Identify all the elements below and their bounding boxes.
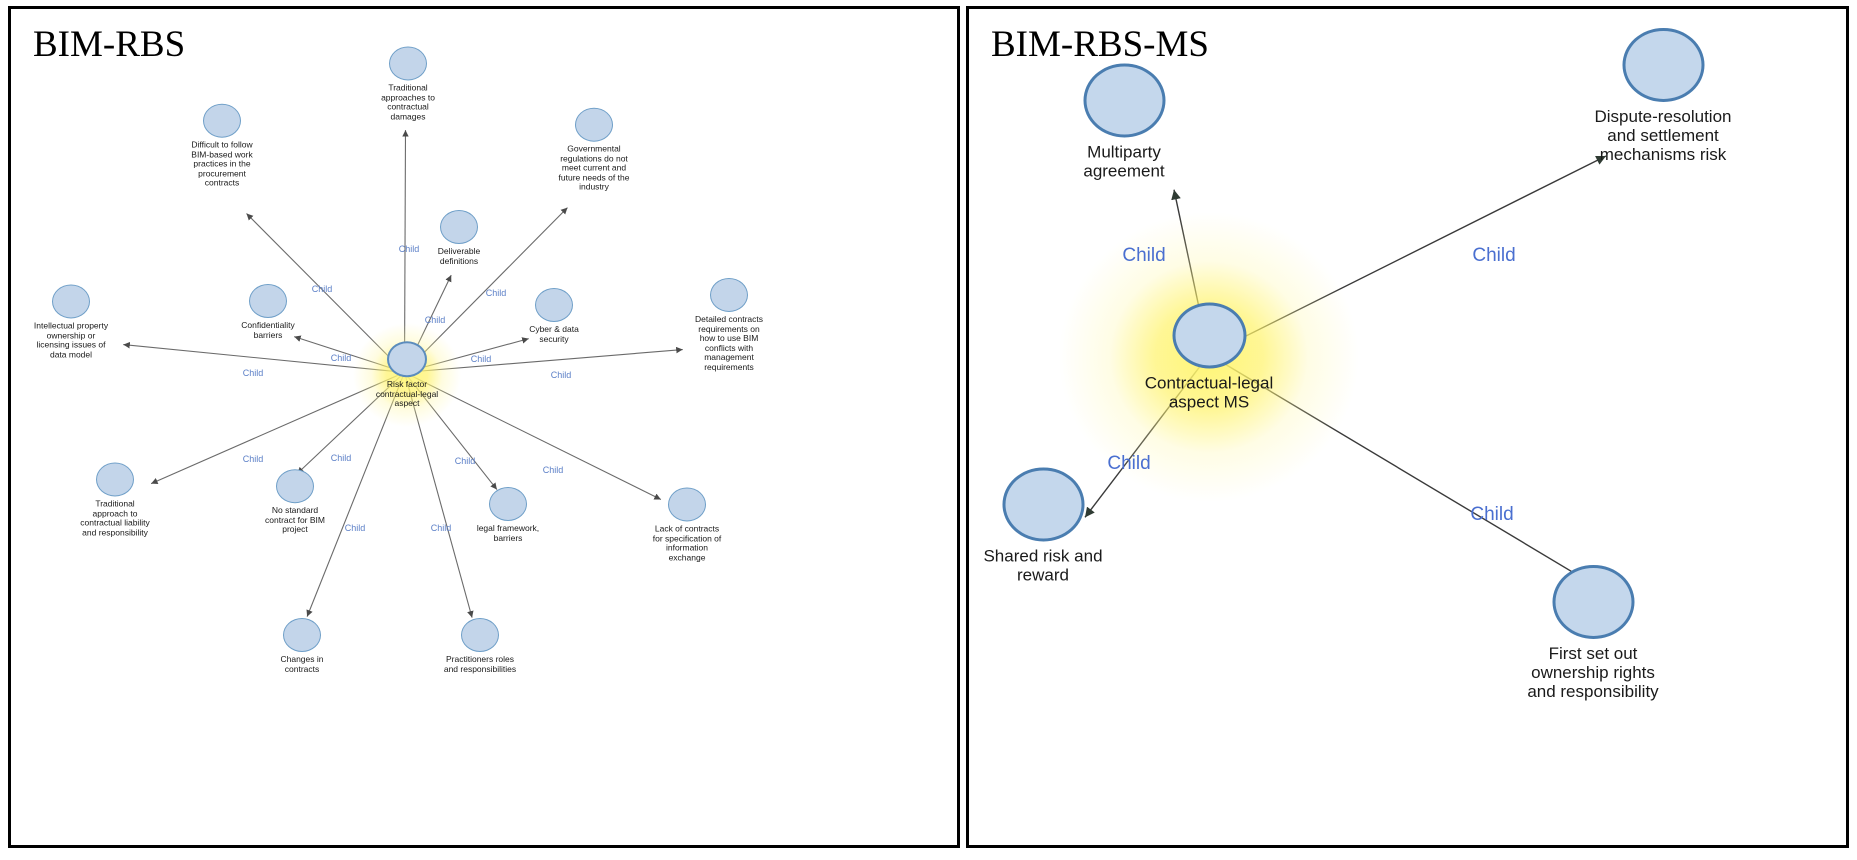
node-changes-in-contracts[interactable]: Changes in contracts (246, 617, 358, 674)
node-bubble (461, 617, 499, 652)
node-deliverable-definitions[interactable]: Deliverable definitions (403, 209, 515, 266)
node-label: Changes in contracts (280, 653, 324, 674)
node-multiparty-agreement[interactable]: Multiparty agreement (1017, 63, 1232, 181)
node-bubble (1622, 27, 1704, 102)
edge-label-child: Child (311, 284, 333, 294)
edge-label-child: Child (398, 244, 420, 254)
node-label: First set out ownership rights and respo… (1527, 643, 1659, 702)
node-label: Practitioners roles and responsibilities (443, 653, 517, 674)
node-bubble (389, 46, 427, 81)
node-dispute-resolution-settlement[interactable]: Dispute-resolution and settlement mechan… (1556, 27, 1771, 165)
node-practitioners-roles[interactable]: Practitioners roles and responsibilities (424, 617, 536, 674)
node-traditional-approaches-damages[interactable]: Traditional approaches to contractual da… (352, 46, 464, 121)
panel-bim-rbs: BIM-RBS (8, 6, 960, 848)
node-label: Shared risk and reward (983, 546, 1103, 585)
edge-label-child: Child (1107, 453, 1151, 474)
node-label: Traditional approach to contractual liab… (80, 498, 150, 538)
node-bubble (96, 462, 134, 497)
edge-label-child: Child (1470, 504, 1514, 525)
node-lack-of-contracts-info-exchange[interactable]: Lack of contracts for specification of i… (631, 487, 743, 562)
node-label: Deliverable definitions (437, 245, 481, 266)
node-bubble (283, 617, 321, 652)
graph-bim-rbs: Risk factor contractual-legal aspect Tra… (11, 9, 957, 845)
node-label: Dispute-resolution and settlement mechan… (1594, 106, 1732, 165)
node-label: Intellectual property ownership or licen… (33, 320, 109, 360)
node-label: Difficult to follow BIM-based work pract… (191, 139, 253, 188)
node-bubble (1172, 302, 1246, 369)
edge-label-child: Child (1472, 245, 1516, 266)
edge-label-child: Child (470, 354, 492, 364)
node-label: Traditional approaches to contractual da… (381, 82, 435, 122)
edge-label-child: Child (1122, 245, 1166, 266)
node-traditional-approach-liability[interactable]: Traditional approach to contractual liab… (59, 462, 171, 537)
node-bubble (203, 103, 241, 138)
node-label: Cyber & data security (529, 323, 579, 344)
node-label: Lack of contracts for specification of i… (652, 523, 722, 563)
node-bubble (535, 287, 573, 322)
node-detailed-contracts-requirements[interactable]: Detailed contracts requirements on how t… (673, 277, 785, 372)
panel-title-bim-rbs: BIM-RBS (33, 24, 186, 65)
node-bubble (276, 469, 314, 504)
node-risk-factor-contractual-legal-aspect[interactable]: Risk factor contractual-legal aspect (352, 341, 462, 409)
node-intellectual-property-ownership[interactable]: Intellectual property ownership or licen… (15, 284, 127, 359)
node-bubble (489, 486, 527, 521)
node-label: Risk factor contractual-legal aspect (375, 379, 439, 409)
edge-label-child: Child (344, 523, 366, 533)
node-cyber-data-security[interactable]: Cyber & data security (498, 287, 610, 344)
edge-label-child: Child (550, 370, 572, 380)
node-bubble (1083, 63, 1165, 138)
node-label: Multiparty agreement (1083, 142, 1165, 181)
node-bubble (1002, 467, 1084, 542)
node-governmental-regulations[interactable]: Governmental regulations do not meet cur… (538, 107, 650, 193)
node-bubble (440, 209, 478, 244)
node-legal-framework-barriers[interactable]: legal framework, barriers (452, 486, 564, 543)
node-bubble (52, 284, 90, 319)
node-label: Governmental regulations do not meet cur… (558, 143, 630, 192)
node-no-standard-contract-bim[interactable]: No standard contract for BIM project (239, 469, 351, 535)
edge-label-child: Child (485, 288, 507, 298)
node-shared-risk-and-reward[interactable]: Shared risk and reward (969, 467, 1151, 585)
node-contractual-legal-aspect-ms[interactable]: Contractual-legal aspect MS (1102, 302, 1317, 412)
node-label: Confidentiality barriers (241, 319, 295, 340)
node-bubble (1552, 564, 1634, 639)
node-label: Detailed contracts requirements on how t… (694, 313, 764, 372)
node-bubble (575, 107, 613, 142)
edge-label-child: Child (242, 368, 264, 378)
graph-bim-rbs-ms: Contractual-legal aspect MS Multiparty a… (969, 9, 1846, 845)
node-label: No standard contract for BIM project (265, 505, 325, 535)
edge-label-child: Child (454, 456, 476, 466)
edge-label-child: Child (430, 523, 452, 533)
node-label: legal framework, barriers (476, 522, 540, 543)
node-first-set-out-ownership-rights[interactable]: First set out ownership rights and respo… (1486, 564, 1701, 702)
node-bubble (249, 283, 287, 318)
node-bubble (710, 277, 748, 312)
edge-label-child: Child (542, 465, 564, 475)
panel-title-bim-rbs-ms: BIM-RBS-MS (991, 24, 1209, 65)
node-difficult-follow-bim-practices[interactable]: Difficult to follow BIM-based work pract… (166, 103, 278, 189)
node-bubble (387, 341, 427, 378)
edge-label-child: Child (330, 453, 352, 463)
edge-layer-left (123, 130, 683, 618)
panel-bim-rbs-ms: BIM-RBS-MS Contractual-legal aspe (966, 6, 1849, 848)
node-bubble (668, 487, 706, 522)
edge-label-child: Child (242, 454, 264, 464)
node-confidentiality-barriers[interactable]: Confidentiality barriers (212, 283, 324, 340)
edge-label-child: Child (424, 315, 446, 325)
node-label: Contractual-legal aspect MS (1144, 373, 1274, 412)
edge-label-child: Child (330, 353, 352, 363)
